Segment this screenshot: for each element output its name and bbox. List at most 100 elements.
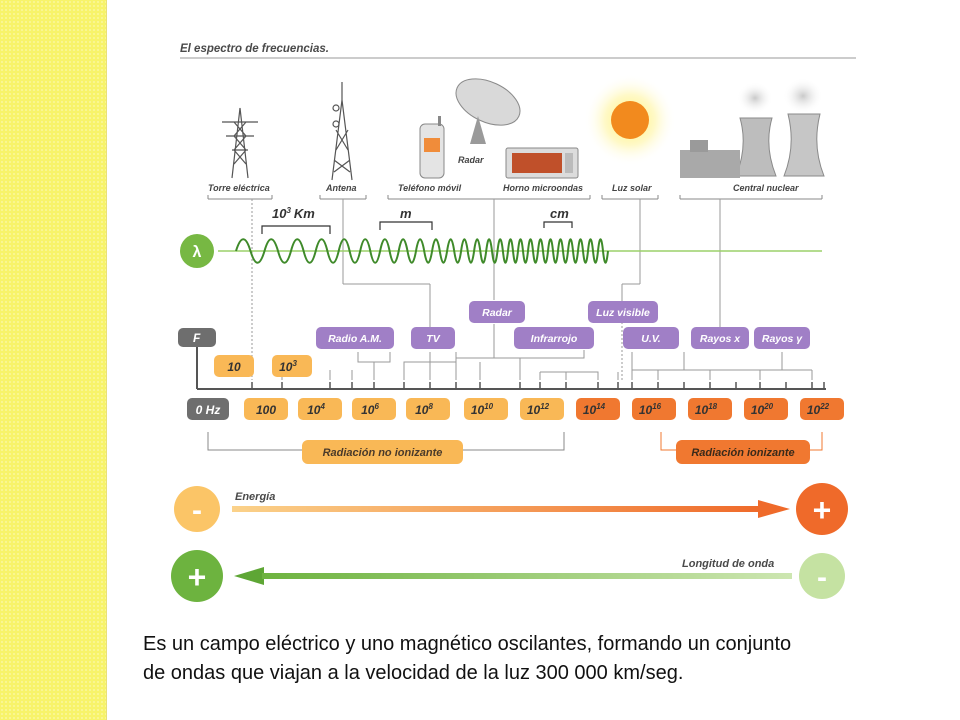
wavelength-scale-m: m — [400, 206, 412, 221]
lower-tick-exp: 12 — [540, 402, 549, 411]
wavelength-high-circle — [171, 550, 223, 602]
lower-tick-label: 1012 — [527, 402, 550, 417]
band-label-tv: TV — [426, 333, 440, 345]
lower-tick-base: 10 — [639, 403, 653, 417]
lower-tick-pill — [464, 398, 508, 420]
wavelength-low-sign: - — [817, 561, 827, 594]
lower-tick-base: 10 — [307, 403, 321, 417]
lower-tick-exp: 4 — [319, 402, 325, 411]
lower-tick-base: 10 — [527, 403, 541, 417]
caption-line-1: Es un campo eléctrico y uno magnético os… — [143, 633, 792, 655]
band-label-radio_am: Radio A.M. — [328, 333, 382, 345]
non-ionizing-label: Radiación no ionizante — [323, 447, 443, 459]
lower-tick-label: 1010 — [471, 402, 494, 417]
source-label-antena: Antena — [325, 183, 357, 193]
upper-tick-label: 10 — [227, 360, 241, 374]
upper-tick-label: 103 — [279, 359, 297, 374]
lower-tick-exp: 8 — [428, 402, 433, 411]
nuclear-plant-icon — [680, 78, 825, 178]
upper-tick-exp: 3 — [292, 359, 297, 368]
sun-icon — [584, 74, 676, 166]
ionizing-badge — [676, 440, 810, 464]
source-brackets — [207, 195, 823, 200]
band-label-radar: Radar — [482, 307, 513, 319]
lower-tick-pill — [244, 398, 288, 420]
band-label-luz_visible: Luz visible — [596, 307, 650, 319]
electromagnetic-wave — [235, 238, 609, 264]
wavelength-high-sign: + — [188, 559, 207, 595]
wavelength-scale-km-base: 10 — [272, 206, 287, 221]
lower-tick-base: 10 — [583, 403, 597, 417]
source-label-torre: Torre eléctrica — [208, 183, 270, 193]
lower-tick-label: 1014 — [583, 402, 606, 417]
lower-tick-pill — [576, 398, 620, 420]
decorative-side-strip — [0, 0, 107, 720]
band-pill-rayos_g — [754, 327, 810, 349]
lower-tick-pill — [632, 398, 676, 420]
wavelength-arrow-shaft — [262, 573, 792, 579]
energy-high-circle — [796, 483, 848, 535]
connector-lines — [251, 199, 813, 380]
electric-tower-icon — [222, 107, 258, 179]
upper-tick-pill — [272, 355, 312, 377]
band-pill-tv — [411, 327, 455, 349]
frequency-symbol-box — [178, 328, 216, 347]
lower-tick-pill — [298, 398, 342, 420]
lower-tick-label: 1022 — [807, 402, 830, 417]
lambda-circle — [180, 234, 214, 268]
wavelength-scale-km-unit: Km — [294, 206, 315, 221]
lower-tick-exp: 10 — [484, 402, 493, 411]
source-label-horno: Horno microondas — [503, 183, 583, 193]
energy-arrow-shaft — [232, 506, 762, 512]
lower-tick-pill — [520, 398, 564, 420]
non-ionizing-badge — [302, 440, 463, 464]
energy-low-sign: - — [192, 494, 202, 527]
lower-tick-pill — [187, 398, 229, 420]
band-pill-radar — [469, 301, 525, 323]
band-label-rayos_g: Rayos γ — [762, 333, 803, 345]
band-label-infrarrojo: Infrarrojo — [531, 333, 578, 345]
lower-tick-label: 1016 — [639, 402, 662, 417]
upper-tick-base: 10 — [227, 360, 241, 374]
lambda-symbol: λ — [193, 244, 202, 261]
diagram-title: El espectro de frecuencias. — [180, 43, 329, 55]
band-pill-luz_visible — [588, 301, 658, 323]
wavelength-label: Longitud de onda — [682, 558, 774, 570]
lower-tick-exp: 20 — [763, 402, 773, 411]
lower-tick-pill — [800, 398, 844, 420]
energy-high-sign: + — [813, 492, 832, 528]
wavelength-scale-cm: cm — [550, 206, 569, 221]
lower-tick-pill — [352, 398, 396, 420]
energy-label: Energía — [235, 491, 275, 503]
lower-tick-label: 108 — [415, 402, 433, 417]
band-pill-infrarrojo — [514, 327, 594, 349]
lower-tick-base: 10 — [361, 403, 375, 417]
band-label-uv: U.V. — [641, 333, 661, 345]
frequency-symbol: F — [193, 331, 201, 345]
band-pill-rayos_x — [691, 327, 749, 349]
source-label-telefono: Teléfono móvil — [398, 183, 462, 193]
band-label-rayos_x: Rayos x — [700, 333, 741, 345]
lower-tick-base: 0 Hz — [196, 403, 221, 417]
lower-tick-pill — [406, 398, 450, 420]
lower-tick-label: 0 Hz — [196, 403, 221, 417]
wavelength-arrow-head — [234, 567, 264, 585]
energy-arrow-head — [758, 500, 790, 518]
lower-tick-exp: 6 — [374, 402, 379, 411]
lower-tick-base: 10 — [415, 403, 429, 417]
lower-tick-base: 10 — [471, 403, 485, 417]
wavelength-low-circle — [799, 553, 845, 599]
lower-tick-label: 106 — [361, 402, 379, 417]
caption-text: Es un campo eléctrico y uno magnético os… — [143, 630, 933, 688]
lower-tick-label: 1018 — [695, 402, 718, 417]
lower-tick-exp: 16 — [652, 402, 661, 411]
upper-tick-pill — [214, 355, 254, 377]
microwave-oven-icon — [505, 147, 579, 179]
ionizing-label: Radiación ionizante — [691, 447, 794, 459]
lower-tick-base: 10 — [807, 403, 821, 417]
lower-tick-base: 10 — [695, 403, 709, 417]
lower-tick-exp: 18 — [708, 402, 717, 411]
source-label-radar_icon: Radar — [458, 155, 484, 165]
